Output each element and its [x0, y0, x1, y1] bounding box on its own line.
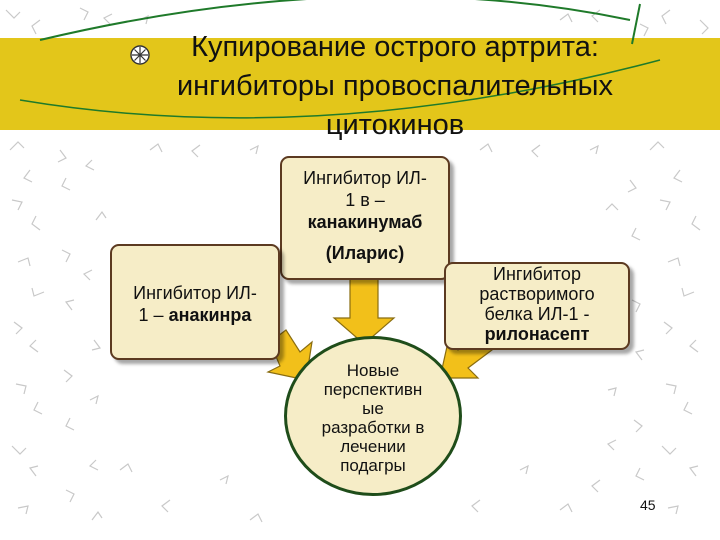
left-box-line1: Ингибитор ИЛ- [133, 283, 257, 303]
title-band [0, 38, 720, 130]
circle-line: подагры [340, 456, 406, 475]
circle-line: Новые [346, 361, 400, 380]
top-box-line3: канакинумаб [307, 212, 423, 232]
decorative-arcs [19, 0, 661, 119]
inhibitor-anakinra-box: Ингибитор ИЛ- 1 – анакинра [110, 244, 280, 360]
arrow-top-to-center [332, 277, 396, 345]
right-box-line2: растворимого [479, 284, 595, 304]
inhibitor-canakinumab-box: Ингибитор ИЛ- 1 в – канакинумаб (Иларис) [280, 156, 450, 280]
top-box-line2: 1 в – [345, 190, 385, 210]
slide-title: Купирование острого артрита: ингибиторы … [176, 31, 614, 141]
circle-line: лечении [340, 437, 406, 456]
inhibitor-rilonacept-box: Ингибитор растворимого белка ИЛ-1 - рило… [444, 262, 630, 350]
right-box-line4: рилонасепт [484, 324, 590, 344]
circle-line: разработки в [321, 418, 425, 437]
circle-line: ые [362, 399, 384, 418]
top-box-line4: (Иларис) [325, 243, 405, 263]
page-number: 45 [640, 497, 656, 513]
right-box-line3: белка ИЛ-1 - [484, 304, 590, 324]
left-box-line2-bold: анакинра [168, 305, 252, 325]
bullet-icon [130, 45, 150, 65]
circle-line: перспективн [323, 380, 423, 399]
center-circle: Новые перспективн ые разработки в лечени… [284, 336, 462, 496]
left-box-line2-plain: 1 – [138, 305, 169, 325]
top-box-line1: Ингибитор ИЛ- [303, 168, 427, 188]
right-box-line1: Ингибитор [493, 264, 581, 284]
